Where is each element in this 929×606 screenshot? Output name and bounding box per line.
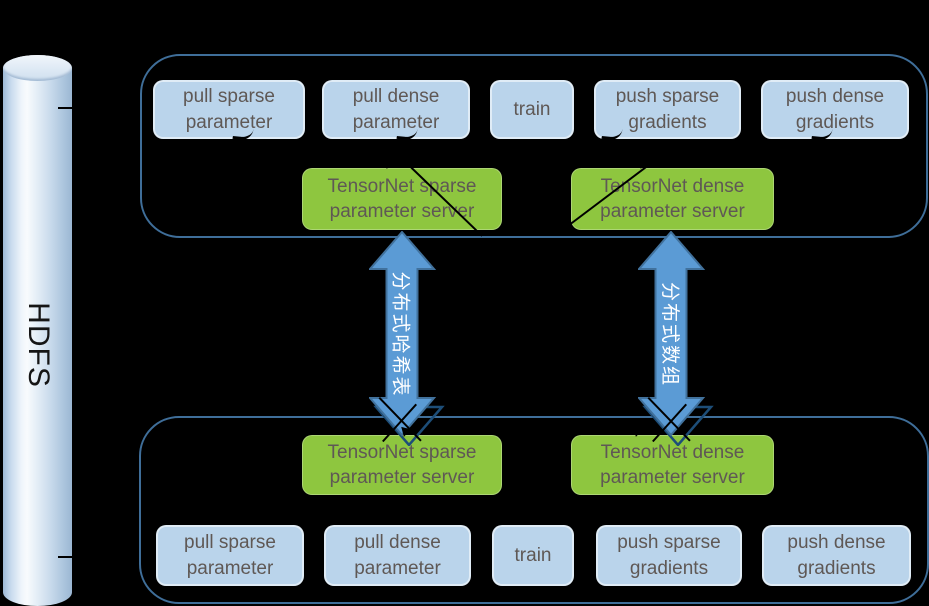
top-task-train: train (490, 80, 574, 139)
bottom-worker-container (139, 416, 929, 604)
double-arrow-shape (369, 231, 437, 437)
distributed-hash-table-arrow-label-wrap: 分布式哈希表 (369, 266, 435, 402)
bottom-task-push-sparse-gradients: push sparse gradients (596, 525, 742, 586)
top-task-push-dense-gradients: push dense gradients (761, 80, 909, 139)
bottom-dense-parameter-server-box: TensorNet dense parameter server (571, 435, 774, 495)
bottom-sparse-parameter-server-box: TensorNet sparse parameter server (302, 435, 502, 495)
top-task-push-sparse-gradients: push sparse gradients (594, 80, 741, 139)
bottom-task-push-dense-gradients: push dense gradients (762, 525, 911, 586)
hdfs-label-wrap: HDFS (3, 295, 72, 395)
bottom-task-pull-dense-parameter: pull dense parameter (324, 525, 471, 586)
top-sparse-parameter-server-box: TensorNet sparse parameter server (302, 168, 502, 230)
hdfs-top-worker-connector-line (58, 107, 144, 109)
top-task-pull-sparse-parameter: pull sparse parameter (153, 80, 305, 139)
distributed-array-arrow-label-wrap: 分布式数组 (638, 266, 704, 402)
hdfs-label: HDFS (21, 302, 55, 388)
top-task-pull-dense-parameter: pull dense parameter (322, 80, 470, 139)
hdfs-bottom-worker-connector-line (58, 556, 142, 558)
bottom-task-pull-sparse-parameter: pull sparse parameter (156, 525, 304, 586)
hdfs-cylinder (3, 55, 72, 606)
distributed-array-label: 分布式数组 (658, 281, 680, 387)
bottom-task-train: train (492, 525, 574, 586)
distributed-hash-table-arrow (369, 231, 445, 446)
hdfs-cylinder-top-cap (3, 55, 72, 81)
double-arrow-shape (638, 231, 706, 437)
top-worker-container (140, 54, 928, 238)
top-dense-parameter-server-box: TensorNet dense parameter server (571, 168, 774, 230)
distributed-hash-table-label: 分布式哈希表 (389, 270, 411, 398)
distributed-array-arrow (638, 231, 714, 446)
